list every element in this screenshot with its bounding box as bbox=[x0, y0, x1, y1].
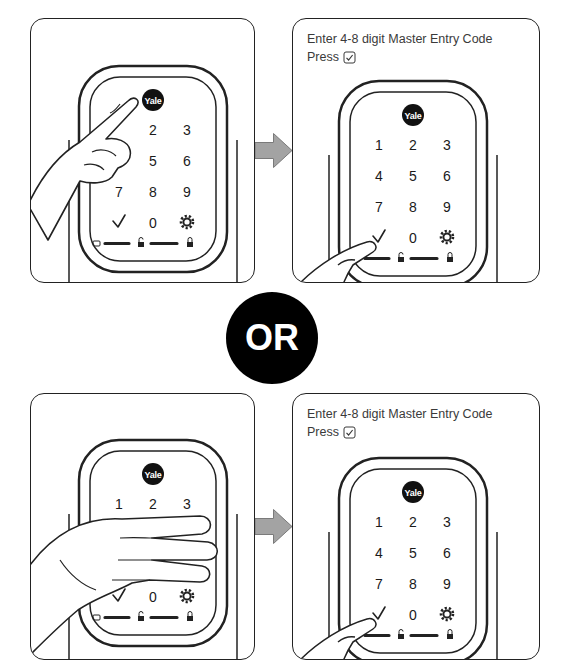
instruction-text: Press bbox=[307, 49, 339, 67]
key-digit: 1 bbox=[375, 138, 383, 152]
or-badge: OR bbox=[226, 292, 318, 384]
instruction-text: Enter 4-8 digit Master Entry Code bbox=[307, 31, 493, 49]
instruction-line: Press bbox=[307, 49, 493, 67]
key-digit: 6 bbox=[443, 546, 451, 560]
instruction-line: Enter 4-8 digit Master Entry Code bbox=[307, 406, 493, 424]
keypad-press-check bbox=[300, 458, 497, 659]
key-digit: 0 bbox=[409, 231, 417, 245]
key-digit: 1 bbox=[115, 497, 123, 511]
key-digit: 8 bbox=[149, 185, 157, 199]
step-panel bbox=[30, 18, 255, 283]
key-digit: 6 bbox=[443, 169, 451, 183]
key-digit: 3 bbox=[443, 515, 451, 529]
key-digit: 7 bbox=[375, 200, 383, 214]
keypad-with-palm bbox=[31, 440, 237, 659]
key-digit: 2 bbox=[409, 138, 417, 152]
key-digit: 8 bbox=[409, 200, 417, 214]
block-arrow bbox=[255, 510, 292, 544]
key-digit: 5 bbox=[149, 154, 157, 168]
brand-logo: Yale bbox=[144, 96, 161, 105]
keypad-with-finger bbox=[31, 66, 237, 282]
key-digit: 1 bbox=[375, 515, 383, 529]
brand-logo: Yale bbox=[404, 488, 421, 497]
instruction-line: Enter 4-8 digit Master Entry Code bbox=[307, 31, 493, 49]
step-panel bbox=[30, 393, 255, 660]
key-digit: 0 bbox=[149, 216, 157, 230]
key-digit: 4 bbox=[375, 546, 383, 560]
checkbox-icon bbox=[343, 51, 356, 64]
key-digit: 9 bbox=[443, 200, 451, 214]
key-digit: 2 bbox=[149, 497, 157, 511]
key-digit: 0 bbox=[409, 608, 417, 622]
key-digit: 3 bbox=[443, 138, 451, 152]
instruction-text: Enter 4-8 digit Master Entry CodePress bbox=[307, 406, 493, 441]
block-arrow bbox=[255, 134, 292, 168]
key-digit: 0 bbox=[149, 590, 157, 604]
instruction-text: Enter 4-8 digit Master Entry Code bbox=[307, 406, 493, 424]
checkbox-icon bbox=[343, 426, 356, 439]
key-digit: 9 bbox=[443, 577, 451, 591]
key-digit: 6 bbox=[183, 154, 191, 168]
brand-logo: Yale bbox=[144, 470, 161, 479]
key-digit: 7 bbox=[375, 577, 383, 591]
key-digit: 2 bbox=[409, 515, 417, 529]
key-digit: 3 bbox=[183, 497, 191, 511]
key-digit: 5 bbox=[409, 546, 417, 560]
key-digit: 4 bbox=[375, 169, 383, 183]
key-digit: 3 bbox=[183, 123, 191, 137]
instruction-text: Press bbox=[307, 424, 339, 442]
instruction-text: Enter 4-8 digit Master Entry CodePress bbox=[307, 31, 493, 66]
key-digit: 5 bbox=[409, 169, 417, 183]
key-digit: 8 bbox=[409, 577, 417, 591]
key-digit: 9 bbox=[183, 185, 191, 199]
keypad-press-check bbox=[300, 81, 497, 282]
key-digit: 2 bbox=[149, 123, 157, 137]
or-label: OR bbox=[245, 320, 299, 356]
brand-logo: Yale bbox=[404, 111, 421, 120]
instruction-line: Press bbox=[307, 424, 493, 442]
key-digit: 7 bbox=[115, 185, 123, 199]
